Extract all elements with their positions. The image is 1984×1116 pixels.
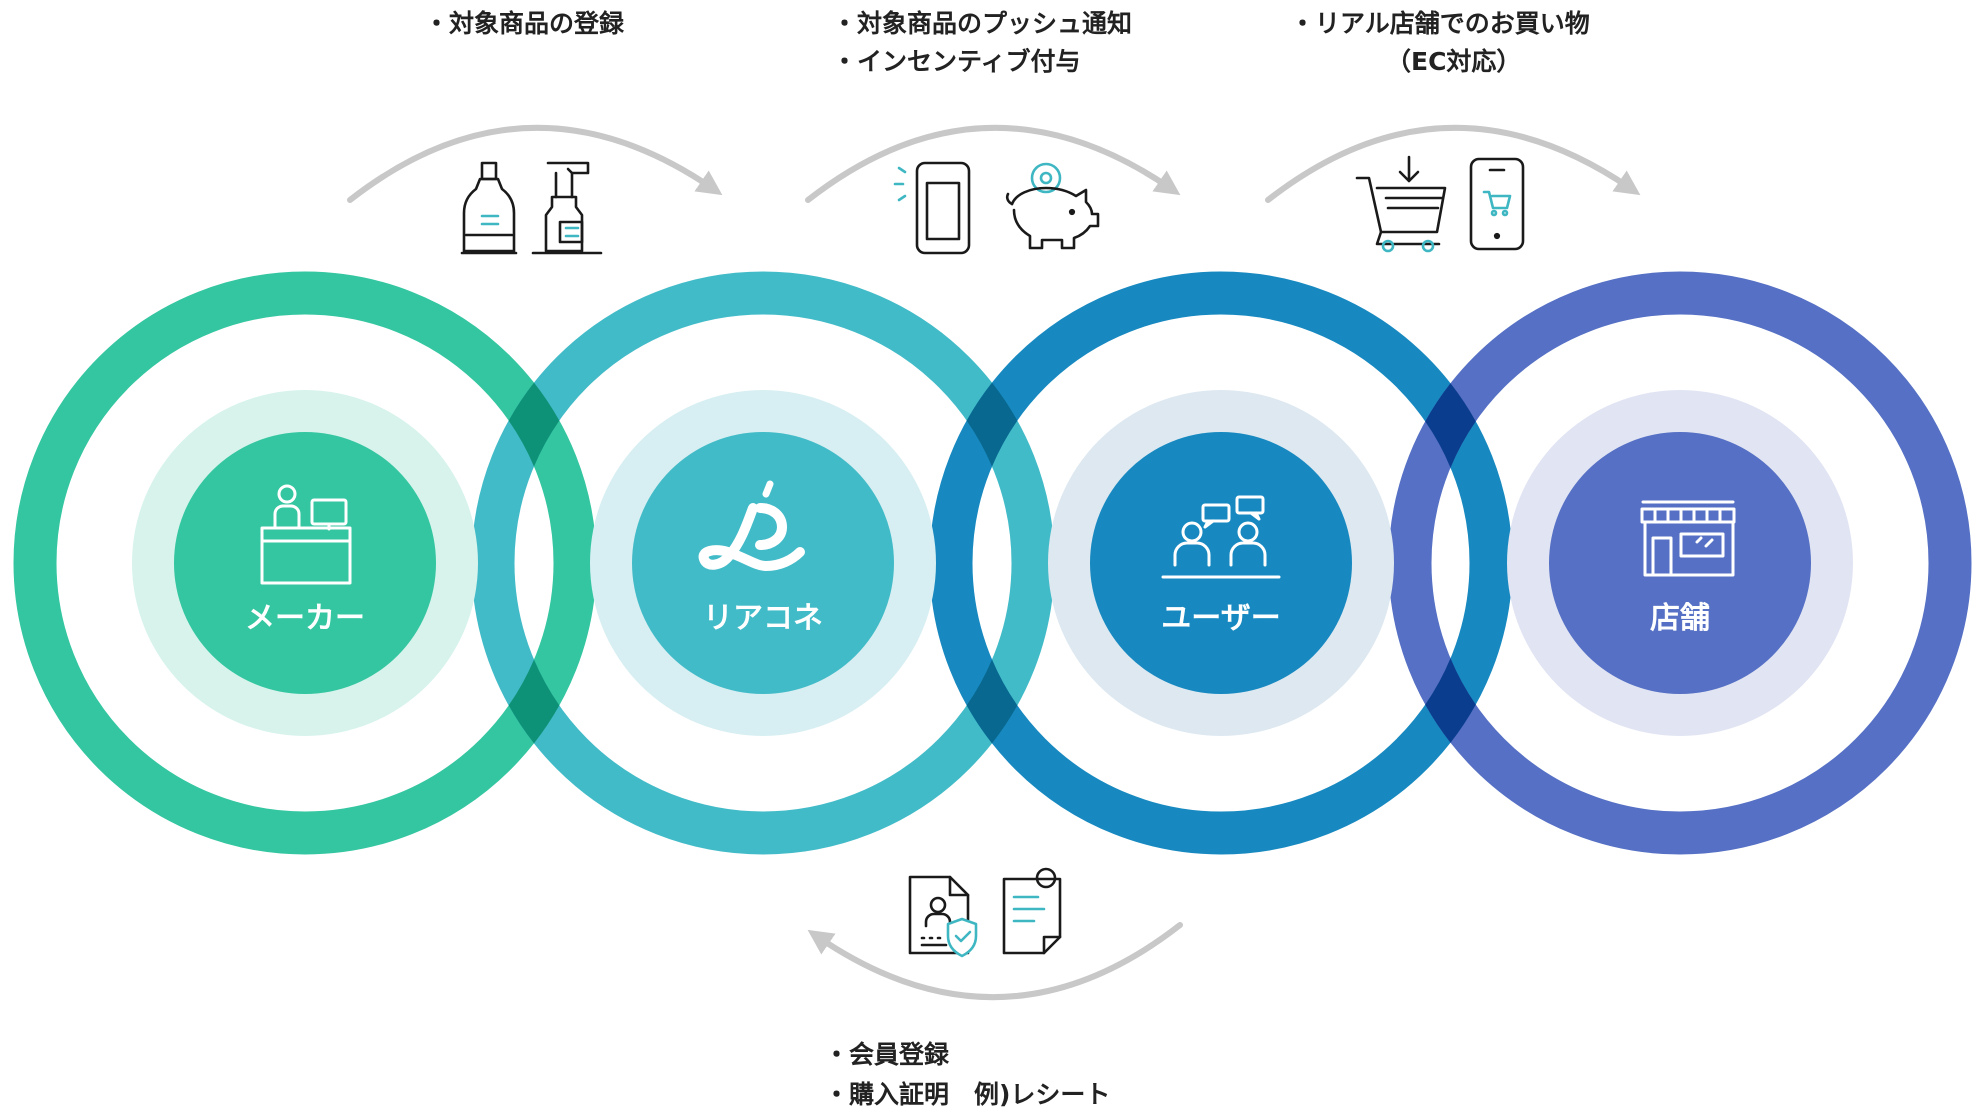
spray-bottle-icon <box>531 161 603 255</box>
factory-desk-icon <box>260 484 352 585</box>
overlap-riacone-user-top <box>966 382 1018 467</box>
note-ec-support: （EC対応） <box>1386 47 1521 76</box>
overlap-user-store-bottom <box>1425 658 1476 743</box>
flow-arrows <box>347 124 1641 1001</box>
center-maker <box>174 432 436 694</box>
node-disk-group <box>132 390 1853 736</box>
ring-overlap-group <box>508 382 1476 744</box>
shopping-cart-icon <box>1355 155 1447 253</box>
riacone-logo-icon <box>698 480 805 571</box>
note-push-notification: ・対象商品のプッシュ通知 <box>832 9 1132 38</box>
overlap-riacone-user-bottom <box>966 659 1018 744</box>
center-store <box>1549 432 1811 694</box>
label-user: ユーザー <box>1161 601 1280 636</box>
arrow-user-to-riacone <box>807 922 1183 1001</box>
arrow-riacone-to-user <box>805 124 1181 203</box>
ring-store <box>1388 271 1972 855</box>
note-member-registration: ・会員登録 <box>824 1040 950 1069</box>
note-register-products: ・対象商品の登録 <box>424 9 625 38</box>
label-riacone: リアコネ <box>703 601 823 636</box>
id-document-shield-icon <box>908 875 978 958</box>
note-proof-of-purchase: ・購入証明 例)レシート <box>824 1080 1110 1109</box>
storefront-icon <box>1640 500 1736 577</box>
ring-maker <box>13 271 597 855</box>
smartphone-notification-icon <box>893 161 971 255</box>
receipt-document-icon <box>1002 867 1062 955</box>
overlap-maker-riacone-top <box>508 382 560 467</box>
ring-group <box>13 271 1972 855</box>
arrow-maker-to-riacone <box>347 124 723 203</box>
ring-riacone <box>471 271 1055 855</box>
label-maker: メーカー <box>245 601 365 636</box>
arrow-user-to-store <box>1265 124 1641 203</box>
piggy-bank-coin-icon <box>1005 162 1100 250</box>
ring-user <box>929 271 1513 855</box>
label-store: 店舗 <box>1650 601 1710 636</box>
detergent-bottle-icon <box>460 161 518 255</box>
node-labels: メーカー リアコネ ユーザー 店舗 <box>245 601 1710 636</box>
overlap-user-store-top <box>1425 383 1476 468</box>
flow-notes: ・対象商品の登録 ・対象商品のプッシュ通知 ・インセンティブ付与 ・リアル店舗で… <box>424 9 1590 1109</box>
smartphone-cart-icon <box>1469 157 1525 251</box>
center-user <box>1090 432 1352 694</box>
note-incentive: ・インセンティブ付与 <box>832 47 1081 76</box>
users-chat-icon <box>1161 495 1281 579</box>
note-real-store-shopping: ・リアル店舗でのお買い物 <box>1290 9 1590 38</box>
overlap-maker-riacone-bottom <box>508 659 560 744</box>
